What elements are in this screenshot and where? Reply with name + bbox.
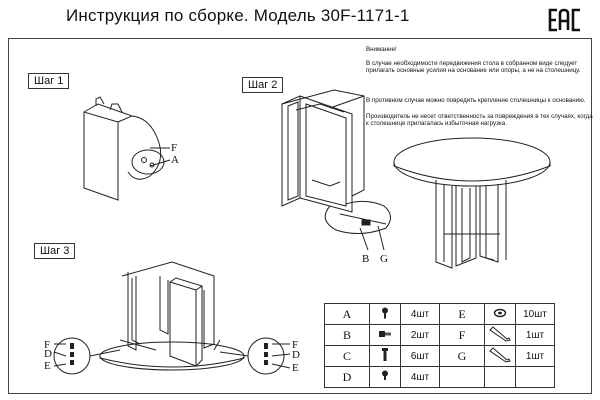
step2-callout-b: B xyxy=(362,253,369,265)
part-qty: 2шт xyxy=(400,324,440,346)
connector-bolt-icon xyxy=(369,324,401,346)
hex-key-large-icon xyxy=(484,324,516,346)
step3-left-callout-e: E xyxy=(44,360,51,372)
part-qty: 4шт xyxy=(400,366,440,388)
part-qty: 6шт xyxy=(400,345,440,367)
bolt-screw-icon xyxy=(369,303,401,325)
part-letter-empty xyxy=(439,366,485,388)
part-qty: 10шт xyxy=(515,303,555,325)
step2-callout-g: G xyxy=(380,253,388,265)
part-qty-empty xyxy=(515,366,555,388)
part-letter: G xyxy=(439,345,485,367)
part-icon-empty xyxy=(484,366,516,388)
part-qty: 1шт xyxy=(515,324,555,346)
parts-table: A 4шт E 10шт B 2шт F 1шт C 6шт G 1шт D 4… xyxy=(324,303,555,388)
step1-callout-a: A xyxy=(171,154,179,166)
instruction-frame xyxy=(8,38,592,394)
long-screw-icon xyxy=(369,345,401,367)
part-letter: C xyxy=(324,345,370,367)
part-letter: D xyxy=(324,366,370,388)
short-screw-icon xyxy=(369,366,401,388)
part-qty: 4шт xyxy=(400,303,440,325)
parts-row: B 2шт F 1шт xyxy=(324,324,555,346)
notice-paragraph-2: В противном случае можно повредить крепл… xyxy=(366,97,586,104)
part-letter: A xyxy=(324,303,370,325)
parts-row: D 4шт xyxy=(324,366,555,388)
part-qty: 1шт xyxy=(515,345,555,367)
step3-left-callout-d: D xyxy=(44,348,52,360)
step-1-label: Шаг 1 xyxy=(28,73,70,89)
notice-heading: Внимание! xyxy=(366,46,397,53)
step3-right-callout-f: F xyxy=(292,339,298,351)
step-2-label: Шаг 2 xyxy=(242,77,284,93)
step1-callout-f: F xyxy=(171,142,177,154)
step2-drawing xyxy=(281,89,391,251)
part-letter: B xyxy=(324,324,370,346)
notice-paragraph-3: Производитель не несет ответственность з… xyxy=(366,113,593,128)
part-letter: F xyxy=(439,324,485,346)
step3-drawing xyxy=(53,261,291,375)
parts-row: A 4шт E 10шт xyxy=(324,303,555,325)
notice-paragraph-1: В случае необходимости передвижения стол… xyxy=(366,60,581,75)
step3-right-callout-d: D xyxy=(292,349,300,361)
step-3-label: Шаг 3 xyxy=(34,243,76,259)
step1-drawing xyxy=(83,96,171,201)
page-title: Инструкция по сборке. Модель 30F-1171-1 xyxy=(66,6,410,25)
step3-right-callout-e: E xyxy=(292,362,299,374)
parts-row: C 6шт G 1шт xyxy=(324,345,555,367)
assembled-table-drawing xyxy=(393,137,551,269)
washer-icon xyxy=(484,303,516,325)
step3-left-callout-f: F xyxy=(44,339,50,351)
hex-key-small-icon xyxy=(484,345,516,367)
eac-mark xyxy=(548,8,584,37)
part-letter: E xyxy=(439,303,485,325)
eac-certification-icon xyxy=(548,8,580,32)
